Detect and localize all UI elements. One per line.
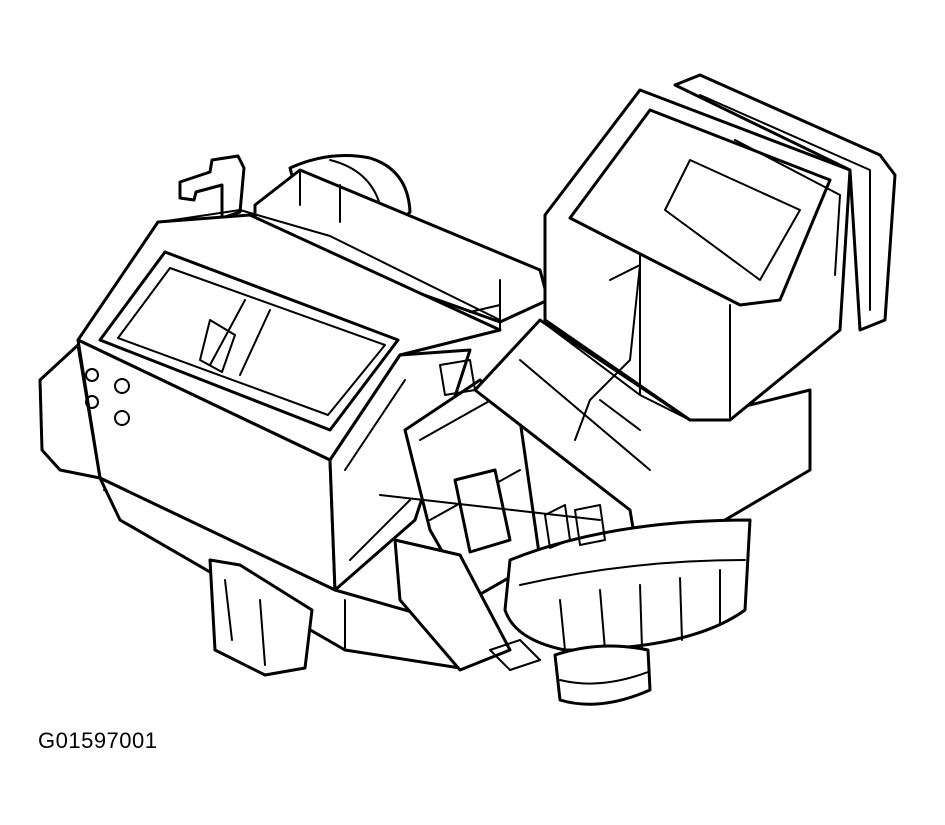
heater-case [38, 209, 502, 677]
blower-housing [473, 318, 812, 706]
figure-code: G01597001 [38, 728, 158, 753]
center-duct [379, 378, 601, 672]
pipe-bracket [178, 154, 246, 220]
connector-details [439, 304, 606, 671]
air-inlet-box [543, 73, 897, 441]
